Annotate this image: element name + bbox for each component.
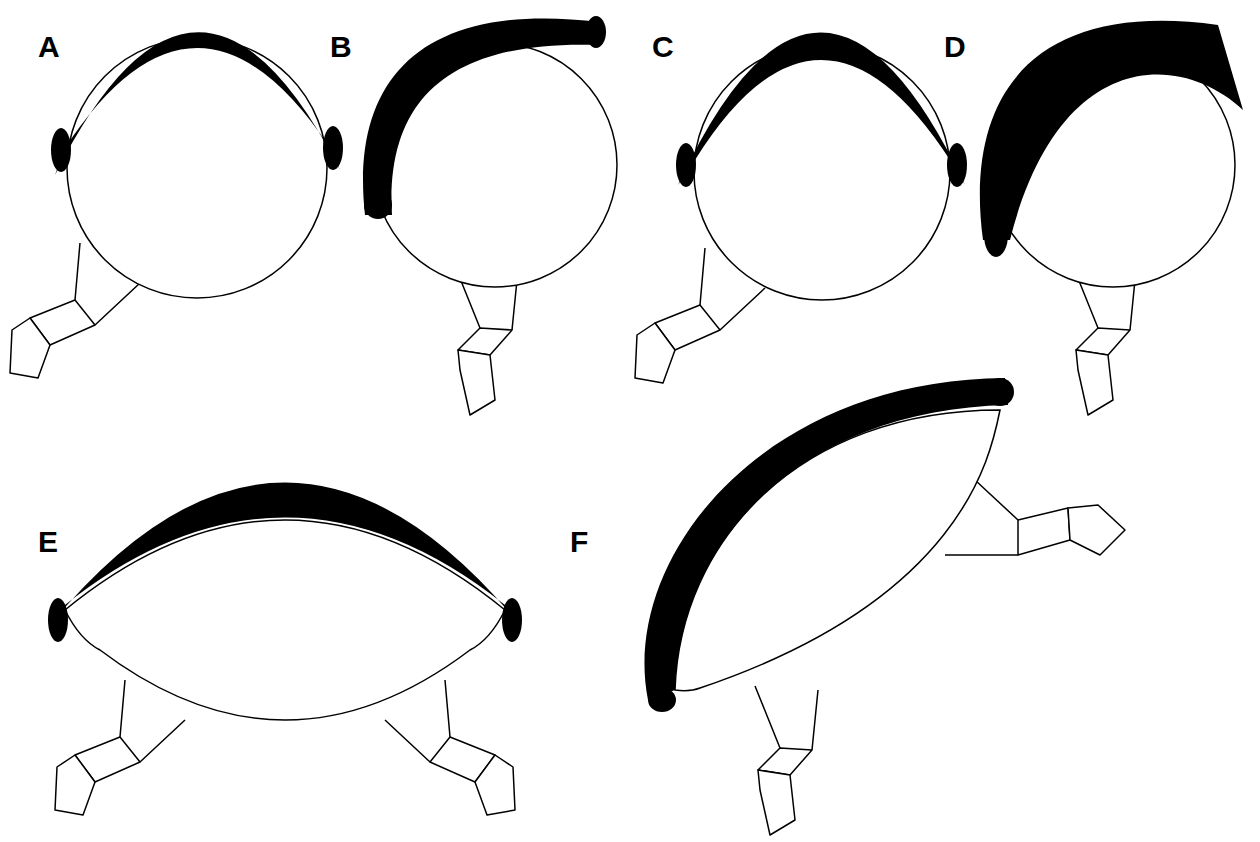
panel-letter: A [38,32,60,62]
panel-letter: E [38,527,58,557]
figure-e [48,483,522,816]
panel-letter: D [944,32,966,62]
figure-f [644,378,1125,835]
panel-letter: B [330,32,352,62]
panel-letter: F [570,527,588,557]
figure-d [980,21,1243,415]
panel-letter: C [652,32,674,62]
figure-c [635,33,967,384]
figure-b [363,16,617,415]
figure-a [10,32,343,378]
